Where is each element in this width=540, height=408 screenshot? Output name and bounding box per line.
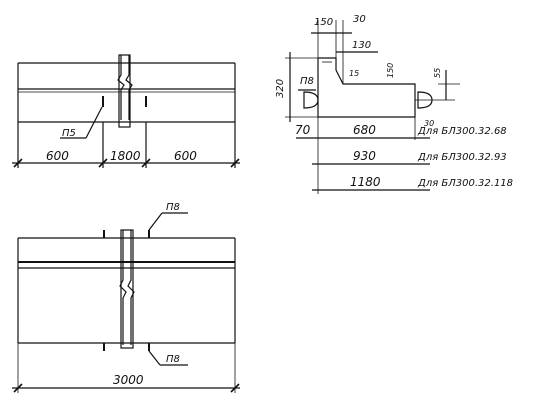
callout-leader xyxy=(85,106,103,139)
width-row1-value: 680 xyxy=(353,123,376,137)
dim-tick xyxy=(141,158,151,168)
callout-bottom-label: П8 xyxy=(166,354,180,365)
dim-130-text: 130 xyxy=(352,40,371,51)
dim-tick xyxy=(98,158,108,168)
dim-320-text: 320 xyxy=(275,79,286,98)
top-elevation-view: П5 600 1800 600 xyxy=(12,54,240,168)
cross-section-view: 150 30 130 320 П8 15 150 55 30 70 680 Дл… xyxy=(275,14,513,194)
callout-leader-top xyxy=(148,212,163,231)
dim-15-text: 15 xyxy=(349,69,359,78)
dim-55-text: 55 xyxy=(433,68,442,78)
section-profile xyxy=(317,57,416,118)
dim-tick xyxy=(230,383,240,393)
dim-total-text: 3000 xyxy=(113,373,144,387)
width-row3-note: Для БЛ300.32.118 xyxy=(417,178,513,189)
loop-left-icon xyxy=(303,91,319,109)
callout-top-label: П8 xyxy=(166,202,180,213)
dim-right-text: 600 xyxy=(174,149,197,163)
width-row2-note: Для БЛ300.32.93 xyxy=(417,152,507,163)
bottom-elevation-view: П8 П8 3000 xyxy=(12,202,240,393)
dim-30-text: 30 xyxy=(353,14,366,25)
break-line-left xyxy=(119,230,127,345)
break-gap xyxy=(120,229,134,349)
callout-leader-bottom xyxy=(148,350,161,366)
width-row3-value: 1180 xyxy=(350,175,381,189)
dim-chamfer-text: 30 xyxy=(424,119,434,128)
callout-label: П8 xyxy=(300,76,314,87)
break-line-left xyxy=(117,55,125,120)
dim-70-text: 70 xyxy=(295,123,311,137)
width-row2-value: 930 xyxy=(353,149,376,163)
dim-150v-text: 150 xyxy=(386,63,395,78)
dim-150-text: 150 xyxy=(314,17,333,28)
break-gap xyxy=(118,54,131,128)
callout-label: П5 xyxy=(62,128,76,139)
dim-mid-text: 1800 xyxy=(110,149,141,163)
dim-tick xyxy=(13,383,23,393)
width-row1-note: Для БЛ300.32.68 xyxy=(417,126,507,137)
dim-left-text: 600 xyxy=(46,149,69,163)
dim-tick xyxy=(230,158,240,168)
break-line-right xyxy=(127,230,135,345)
dim-tick xyxy=(13,158,23,168)
break-line-right xyxy=(125,55,133,120)
